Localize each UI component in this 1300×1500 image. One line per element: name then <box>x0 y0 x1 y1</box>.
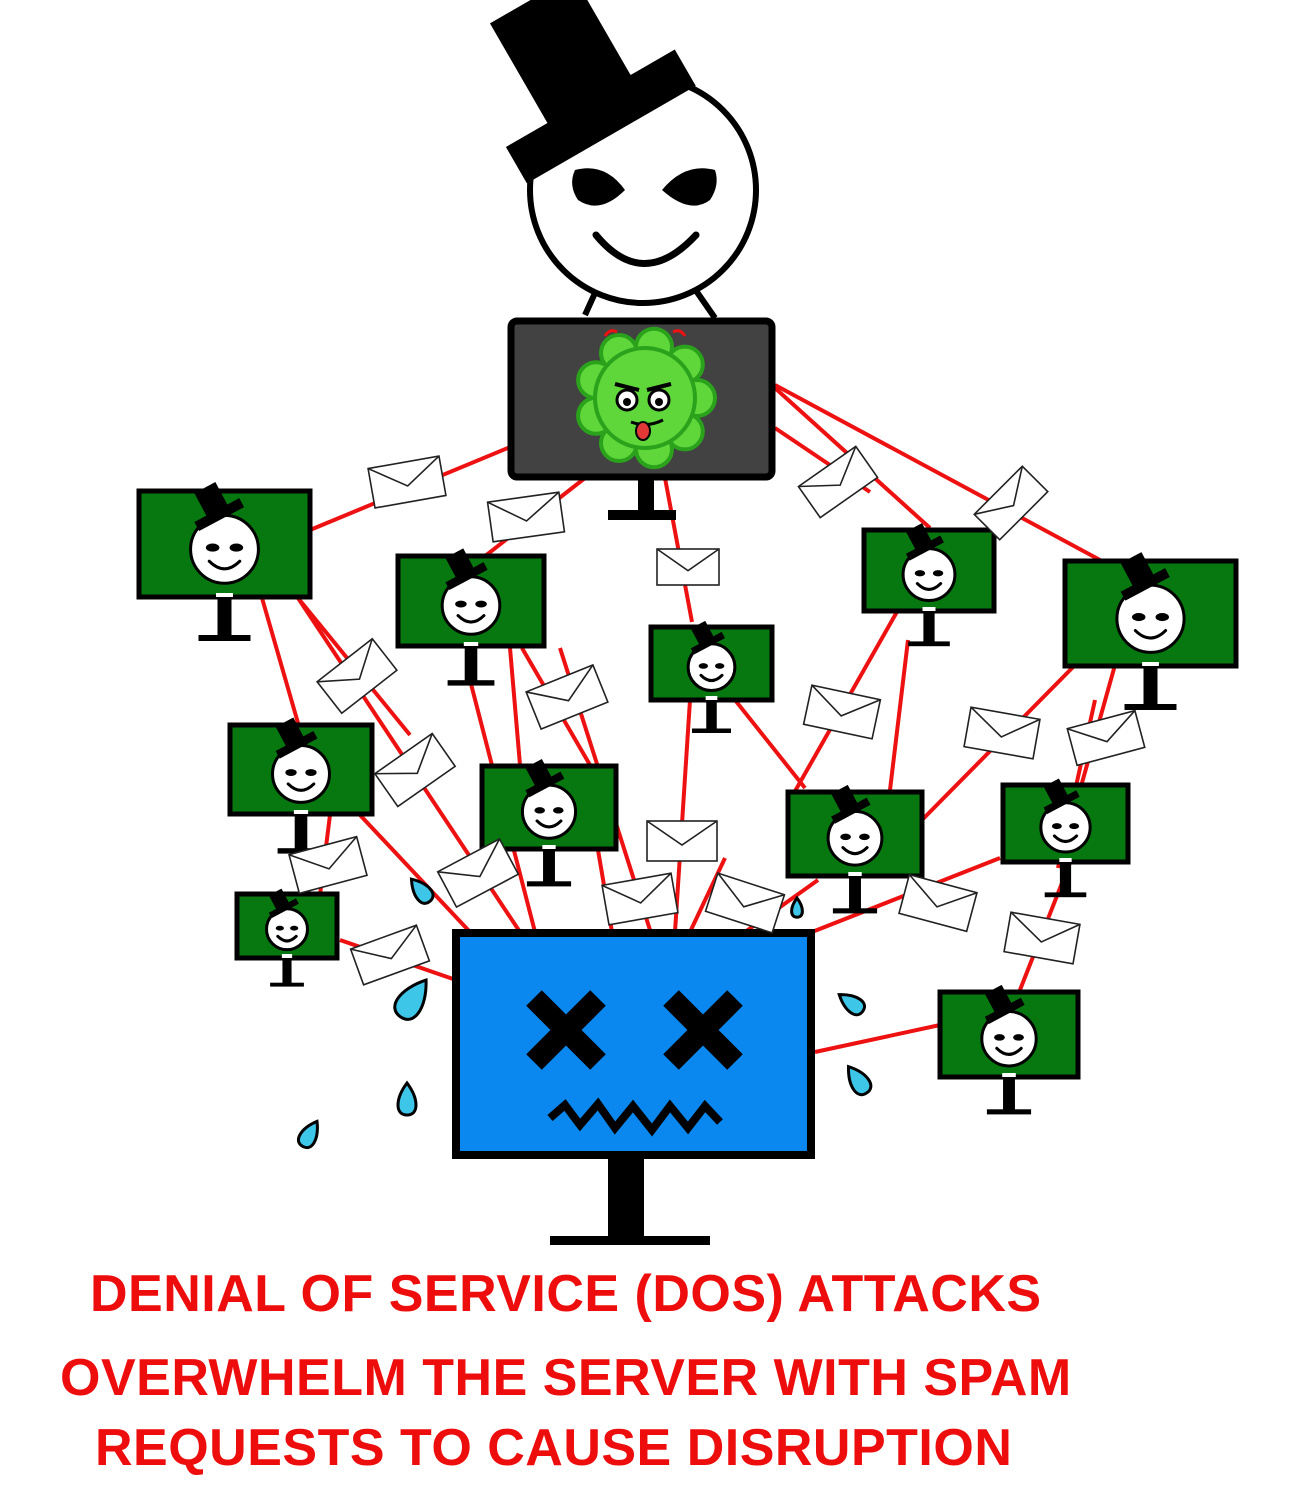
infected-computer-icon <box>227 717 375 854</box>
connection-line <box>673 699 692 933</box>
sweat-drop-icon <box>837 993 866 1017</box>
attacker-right-eye <box>662 168 717 206</box>
envelope-icon <box>367 455 447 509</box>
infected-computer-icon <box>479 758 619 887</box>
envelope-icon <box>963 706 1041 760</box>
mini-attacker-icon <box>1039 778 1092 862</box>
envelope-icon <box>656 548 720 586</box>
x-eye-right-icon <box>663 990 743 1070</box>
mini-attacker-icon <box>520 758 578 849</box>
mini-attacker-icon <box>1115 552 1186 666</box>
connection-line <box>733 698 807 790</box>
connection-line <box>814 1023 941 1054</box>
connection-line <box>888 639 910 791</box>
botnet <box>136 482 1239 1115</box>
infected-computer-icon <box>785 784 925 914</box>
envelope-icon <box>802 684 882 740</box>
mini-attacker-icon <box>826 784 884 876</box>
top-hat-icon <box>489 0 696 184</box>
envelope-icon <box>288 835 368 895</box>
sweat-drops <box>297 877 873 1150</box>
envelope-icon <box>315 637 399 715</box>
server-monitor <box>452 929 815 1159</box>
envelope-icon <box>601 872 679 926</box>
connection-line <box>358 813 472 934</box>
attacker-figure <box>489 0 759 320</box>
envelope-icon <box>373 732 457 808</box>
infected-computer-icon <box>937 984 1081 1115</box>
caption-line-3: REQUESTS TO CAUSE DISRUPTION <box>95 1419 1013 1477</box>
zigzag-mouth <box>547 1097 723 1137</box>
sweat-drop-icon <box>847 1064 873 1096</box>
mini-attacker-icon <box>901 523 957 611</box>
envelope-icon <box>797 445 879 519</box>
infected-computer-icon <box>1000 778 1131 898</box>
infected-computer-icon <box>1062 552 1239 710</box>
connection-line <box>688 857 727 933</box>
mini-attacker-icon <box>189 482 260 597</box>
mini-attacker-icon <box>265 888 309 958</box>
envelope-icon <box>973 465 1049 541</box>
attacker-smile <box>592 231 700 267</box>
mini-attacker-icon <box>440 548 502 646</box>
sweat-drop-icon <box>790 895 804 919</box>
envelope-icon <box>1003 911 1081 965</box>
envelope-icon <box>486 491 566 543</box>
infected-computer-icon <box>234 888 340 987</box>
envelope-icon <box>436 837 520 909</box>
sweat-drop-icon <box>297 1119 319 1150</box>
spam-messages <box>288 445 1146 986</box>
attacker-computer <box>507 317 776 520</box>
caption-title: DENIAL OF SERVICE (DOS) ATTACKS <box>90 1265 1042 1323</box>
sweat-drop-icon <box>396 1080 418 1117</box>
mini-attacker-icon <box>271 717 331 814</box>
envelope-icon <box>704 872 786 934</box>
connection-line <box>774 383 1101 562</box>
infected-computer-icon <box>861 523 997 647</box>
connection-line <box>260 597 300 724</box>
infected-computer-icon <box>136 482 313 641</box>
virus-icon <box>576 326 717 470</box>
connection-line <box>508 647 522 766</box>
attacker-left-eye <box>572 168 625 206</box>
x-eye-left-icon <box>526 990 606 1070</box>
mini-attacker-icon <box>980 984 1038 1077</box>
caption-line-2: OVERWHELM THE SERVER WITH SPAM <box>60 1349 1072 1407</box>
envelope-icon <box>349 924 431 986</box>
mini-attacker-icon <box>686 620 737 700</box>
infected-computer-icon <box>395 548 547 686</box>
victim-server <box>452 929 815 1245</box>
sweat-drop-icon <box>409 877 435 905</box>
infected-computer-icon <box>648 620 775 733</box>
envelope-icon <box>1066 709 1146 767</box>
envelope-icon <box>646 820 718 862</box>
envelope-icon <box>525 663 609 731</box>
envelope-icon <box>898 873 978 933</box>
sweat-drop-icon <box>393 978 428 1021</box>
